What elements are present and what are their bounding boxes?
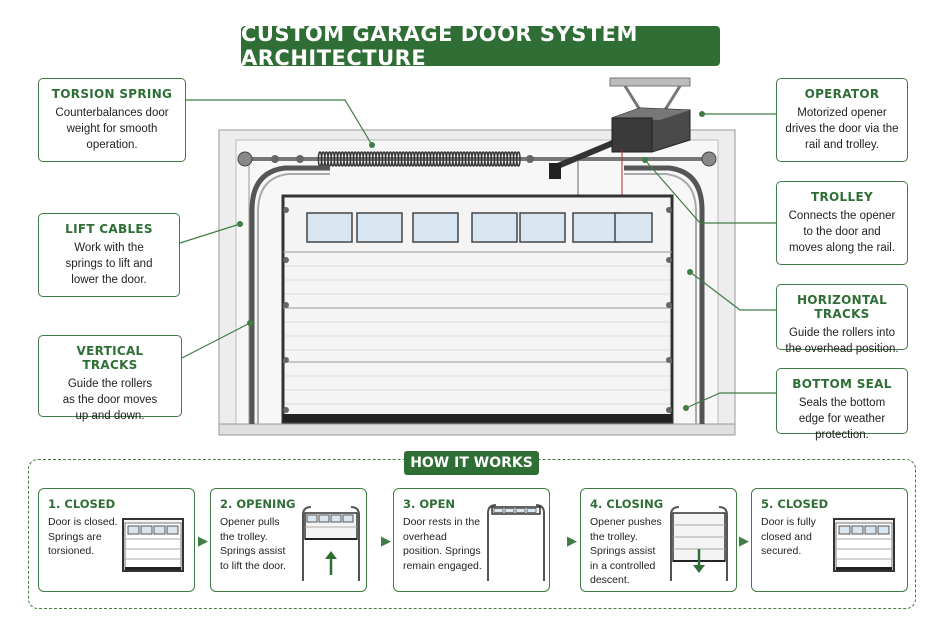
step-title: 5. CLOSED xyxy=(761,497,829,511)
step-title: 2. OPENING xyxy=(220,497,296,511)
step-open: 3. OPEN Door rests in the overhead posit… xyxy=(393,488,550,592)
callout-title: TROLLEY xyxy=(811,190,873,204)
how-it-works-title: HOW IT WORKS xyxy=(404,451,539,475)
callout-title: LIFT CABLES xyxy=(65,222,153,236)
step-closed-final: 5. CLOSED Door is fully closed and secur… xyxy=(751,488,908,592)
callout-horizontal-tracks: HORIZONTAL TRACKS Guide the rollers into… xyxy=(776,284,908,355)
step-desc: Opener pulls the trolley. Springs assist… xyxy=(220,516,286,572)
arrow-right-icon: ▶ xyxy=(381,533,391,548)
callout-title: HORIZONTAL TRACKS xyxy=(796,293,888,321)
opener-rail xyxy=(551,137,622,171)
arrow-up-icon xyxy=(325,551,337,575)
floor-line xyxy=(218,423,736,436)
callout-desc: Guide the rollers as the door moves up a… xyxy=(62,378,158,422)
bottom-seal xyxy=(283,414,672,422)
rollers xyxy=(283,207,672,413)
callout-desc: Counterbalances door weight for smooth o… xyxy=(55,107,169,151)
step-desc: Opener pushes the trolley. Springs assis… xyxy=(590,516,662,586)
step-title: 1. CLOSED xyxy=(48,497,116,511)
open-door-icon xyxy=(487,504,545,581)
operator-motor xyxy=(611,107,691,153)
secured-door-icon xyxy=(833,518,895,572)
step-closing: 4. CLOSING Opener pushes the trolley. Sp… xyxy=(580,488,737,592)
torsion-spring-assembly xyxy=(237,151,717,167)
callout-lift-cables: LIFT CABLES Work with the springs to lif… xyxy=(38,213,180,297)
callout-desc: Guide the rollers into the overhead posi… xyxy=(785,327,899,355)
callout-trolley: TROLLEY Connects the opener to the door … xyxy=(776,181,908,265)
callout-desc: Work with the springs to lift and lower … xyxy=(65,242,153,286)
callout-desc: Connects the opener to the door and move… xyxy=(788,210,896,254)
step-desc: Door rests in the overhead position. Spr… xyxy=(403,516,482,572)
opening-door-icon xyxy=(302,506,360,581)
arrow-down-icon xyxy=(693,549,705,573)
callout-title: OPERATOR xyxy=(804,87,880,101)
callout-title: VERTICAL TRACKS xyxy=(76,344,144,372)
trolley xyxy=(549,163,561,179)
step-title: 4. CLOSING xyxy=(590,497,664,511)
arrow-right-icon: ▶ xyxy=(739,533,749,548)
step-opening: 2. OPENING Opener pulls the trolley. Spr… xyxy=(210,488,367,592)
leader-lines xyxy=(179,99,776,409)
tracks xyxy=(249,165,705,424)
closing-door-icon xyxy=(670,506,728,581)
step-title: 3. OPEN xyxy=(403,497,456,511)
callout-vertical-tracks: VERTICAL TRACKS Guide the rollers as the… xyxy=(38,335,182,422)
callout-bottom-seal: BOTTOM SEAL Seals the bottom edge for we… xyxy=(776,368,908,441)
step-desc: Door is fully closed and secured. xyxy=(761,516,816,557)
callout-torsion-spring: TORSION SPRING Counterbalances door weig… xyxy=(38,78,186,162)
closed-door-icon xyxy=(122,518,184,572)
ceiling-mount xyxy=(609,77,691,111)
callout-operator: OPERATOR Motorized opener drives the doo… xyxy=(776,78,908,162)
callout-title: BOTTOM SEAL xyxy=(792,377,892,391)
arrow-right-icon: ▶ xyxy=(198,533,208,548)
callout-desc: Seals the bottom edge for weather protec… xyxy=(798,397,886,441)
step-desc: Door is closed. Springs are torsioned. xyxy=(48,516,118,557)
arrow-right-icon: ▶ xyxy=(567,533,577,548)
callout-title: TORSION SPRING xyxy=(51,87,173,101)
door-windows xyxy=(306,212,653,243)
page-title: CUSTOM GARAGE DOOR SYSTEM ARCHITECTURE xyxy=(241,22,720,70)
callout-desc: Motorized opener drives the door via the… xyxy=(785,107,899,151)
step-closed: 1. CLOSED Door is closed. Springs are to… xyxy=(38,488,195,592)
